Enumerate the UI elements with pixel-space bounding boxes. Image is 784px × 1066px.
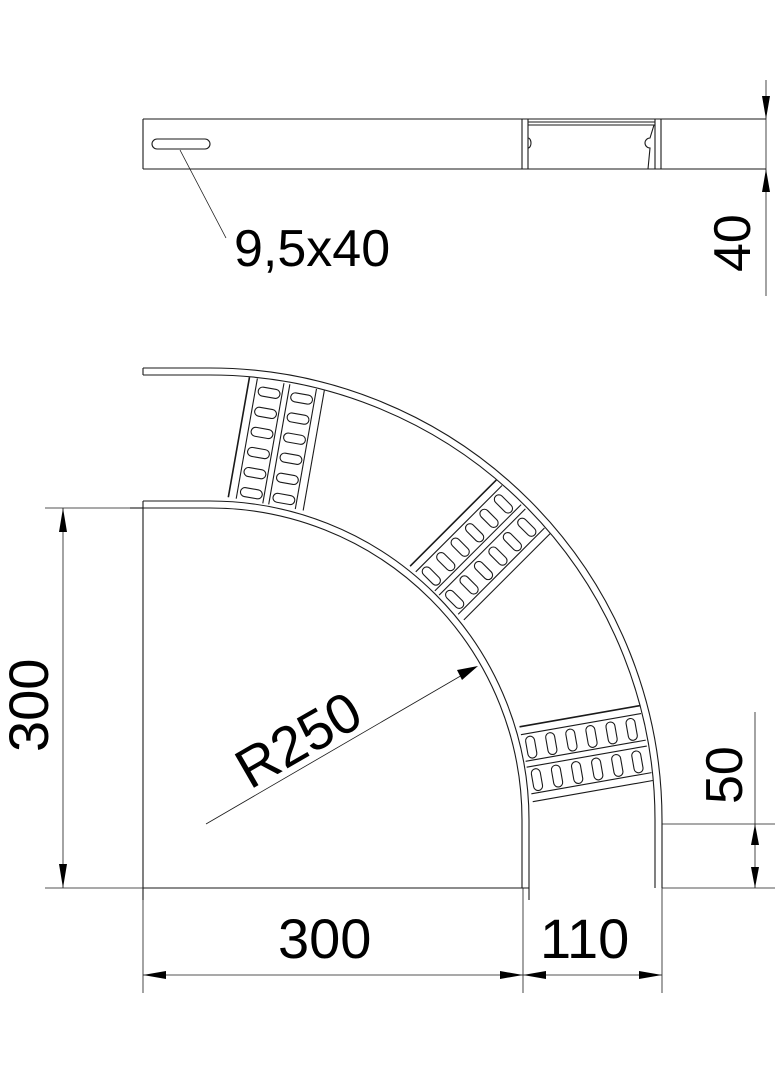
arrow-icon: [639, 971, 662, 979]
rung-edge: [532, 779, 653, 803]
arrow-icon: [457, 666, 478, 680]
slot-hole: [591, 757, 604, 781]
slot-hole: [151, 138, 211, 150]
rung-edge: [438, 508, 526, 596]
rung-edge: [262, 383, 285, 504]
rung-edge: [268, 384, 291, 505]
slot-hole: [625, 717, 638, 741]
slot-hole: [272, 492, 296, 506]
slot-hole: [517, 517, 537, 537]
rung-edge: [294, 388, 318, 510]
slot-hole: [450, 537, 470, 557]
rung-edge: [531, 772, 652, 795]
inner-wall-inner: [143, 507, 523, 888]
rung-edge: [415, 485, 503, 573]
rung-edge: [434, 504, 522, 592]
slot-hole: [502, 532, 523, 552]
rung-edge: [409, 479, 497, 567]
radius-leader: [205, 666, 477, 825]
slot-hole: [565, 728, 578, 752]
slot-hole: [545, 732, 558, 756]
rung-edge: [525, 739, 646, 762]
slot-hole: [247, 446, 270, 460]
rung-edge: [457, 527, 545, 615]
radius-label: R250: [225, 679, 372, 800]
arrow-icon: [59, 508, 67, 532]
slot-hole: [585, 725, 598, 748]
slot-hole: [421, 566, 441, 586]
rung-edge: [526, 745, 647, 768]
slot-hole: [525, 735, 538, 759]
slot-hole: [605, 721, 618, 745]
arrow-icon: [59, 864, 67, 888]
plan-view: R250 300 300 110 50: [0, 367, 775, 993]
rung-edge: [302, 390, 325, 511]
outer-wall-outer: [143, 367, 663, 888]
slot-hole: [445, 589, 465, 610]
slot-hole: [530, 768, 544, 792]
arrow-icon: [500, 971, 523, 979]
rung-edge: [227, 376, 251, 498]
inner-wall-outer: [143, 500, 530, 888]
slot-size-label: 9,5x40: [234, 220, 390, 278]
slot-hole: [479, 508, 499, 528]
rung-edge: [519, 704, 640, 728]
straight-dim-50: 50: [696, 746, 754, 804]
arrow-icon: [762, 169, 770, 192]
slot-hole: [279, 452, 303, 465]
rung-right: [519, 704, 653, 803]
slot-hole: [436, 551, 456, 572]
arrow-icon: [143, 971, 166, 979]
arrow-icon: [762, 96, 770, 119]
rung-middle: [409, 479, 551, 621]
slot-leader-line: [179, 149, 227, 239]
arrow-icon: [751, 824, 759, 845]
rungs: [227, 376, 653, 803]
slot-hole: [257, 386, 281, 399]
slot-hole: [464, 523, 485, 543]
arrow-icon: [523, 971, 546, 979]
side-view: 9,5x40 40: [142, 80, 770, 296]
slot-hole: [570, 761, 584, 784]
slot-hole: [243, 466, 267, 480]
flange-dim-110: 110: [540, 907, 629, 970]
slot-hole: [493, 494, 514, 514]
slot-hole: [611, 753, 624, 777]
width-dim-300: 300: [278, 907, 371, 970]
rung-edge: [520, 712, 642, 736]
connector-notch: [527, 137, 532, 149]
slot-hole: [290, 392, 314, 405]
slot-hole: [254, 406, 277, 420]
rung-edge: [235, 378, 258, 499]
slot-hole: [550, 764, 564, 788]
rung-edge: [463, 533, 551, 621]
height-dim-40: 40: [704, 214, 762, 272]
slot-hole: [275, 472, 299, 486]
connector-notch: [644, 124, 655, 170]
slot-hole: [473, 560, 494, 581]
slot-hole: [286, 412, 310, 425]
slot-hole: [283, 432, 306, 445]
slot-hole: [239, 487, 263, 500]
slot-hole: [459, 575, 479, 595]
arrow-icon: [751, 867, 759, 888]
slot-hole: [250, 426, 274, 440]
rung-top: [227, 376, 325, 511]
outer-wall-inner: [143, 374, 656, 888]
slot-hole: [631, 750, 644, 774]
height-dim-300: 300: [0, 659, 60, 752]
slot-hole: [488, 546, 508, 566]
